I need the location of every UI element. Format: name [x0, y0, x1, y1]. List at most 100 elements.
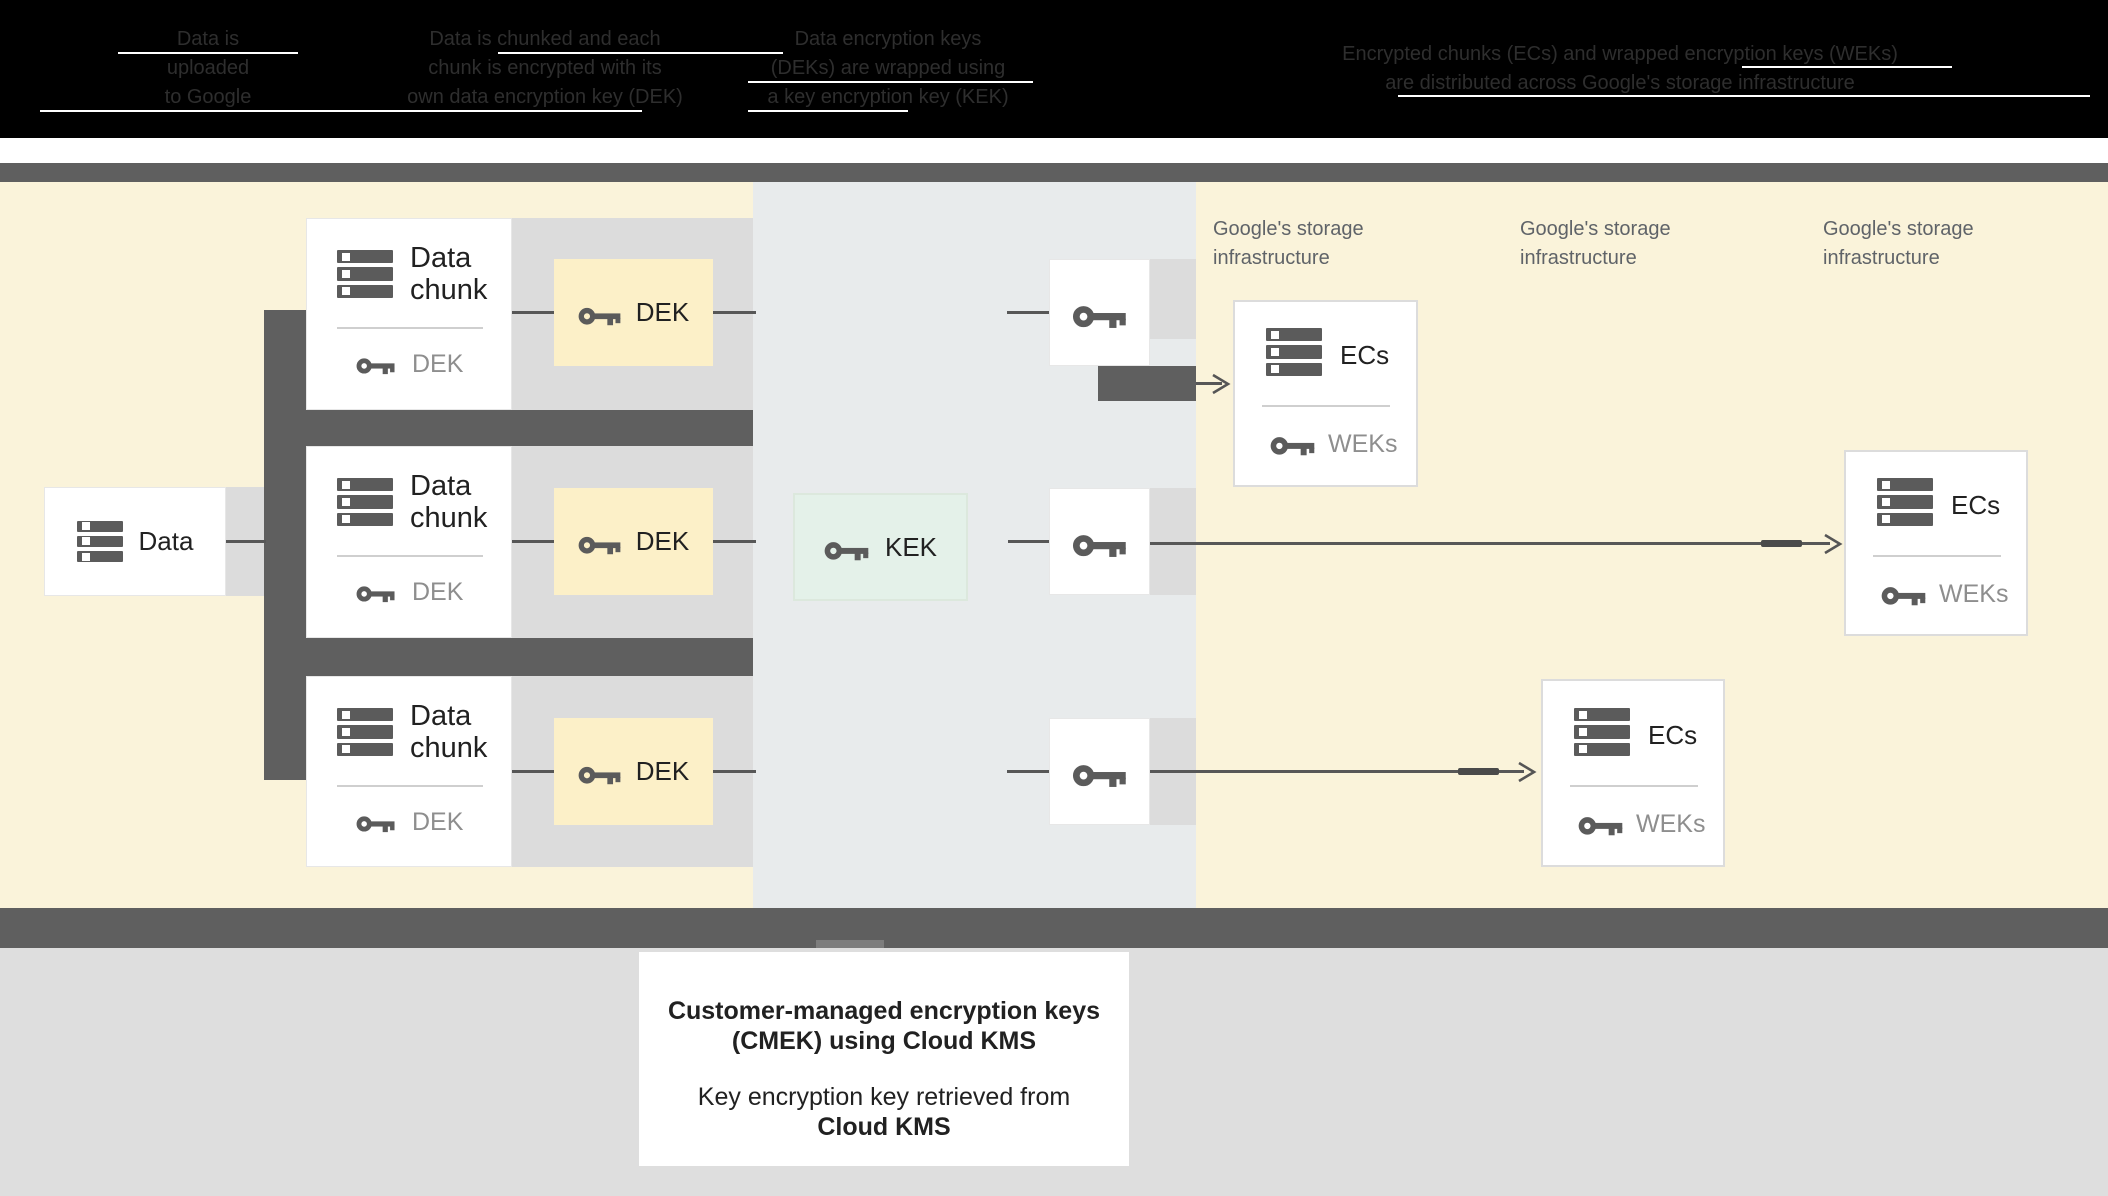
data-box: Data — [44, 487, 226, 596]
storage-infrastructure-label: Google's storage infrastructure — [1520, 215, 1671, 273]
header-step-2-line: chunk is encrypted with its — [428, 57, 662, 79]
ec-box-title: ECs — [1648, 720, 1698, 750]
key-icon — [578, 299, 622, 327]
glitch-underline — [748, 81, 1033, 83]
glitch-underline — [312, 110, 642, 112]
data-chunk-title: Data chunk — [410, 700, 488, 764]
ec-box — [1844, 450, 2028, 636]
key-icon — [356, 808, 396, 834]
header-step-4-line: Encrypted chunks (ECs) and wrapped encry… — [1342, 43, 1898, 65]
ec-icon — [1574, 708, 1630, 756]
header-step-2: Data is chunked and each chunk is encryp… — [407, 25, 683, 112]
connector-line — [1007, 770, 1049, 773]
storage-label-line: infrastructure — [1213, 247, 1330, 269]
kek-box-label: KEK — [884, 531, 938, 562]
header-step-1-line: uploaded — [166, 57, 250, 79]
storage-label-line: Google's storage — [1520, 218, 1671, 240]
glitch-underline — [118, 52, 298, 54]
chunk-dek-label: DEK — [412, 808, 464, 836]
header-step-4-line: are distributed across Google's storage … — [1385, 72, 1855, 94]
connector-line — [512, 540, 554, 543]
ec-divider — [1873, 555, 2001, 557]
connector-line — [713, 770, 756, 773]
kms-wrap-box — [1049, 488, 1150, 595]
ec-icon — [1266, 328, 1322, 376]
glitch-underline — [748, 110, 908, 112]
arrow-line — [1196, 382, 1222, 385]
arrowhead-icon — [1518, 761, 1537, 783]
glitch-underline — [1398, 95, 2090, 97]
key-icon — [1072, 295, 1128, 330]
connector-line — [226, 540, 266, 543]
caption-line: Cloud KMS — [817, 1113, 951, 1141]
data-chunk-icon — [337, 478, 393, 526]
wek-transfer-bar — [1098, 366, 1196, 401]
storage-label-line: infrastructure — [1520, 247, 1637, 269]
header-gap — [0, 138, 2108, 163]
key-icon — [578, 528, 622, 556]
inter-row-bar — [306, 638, 753, 676]
caption-box: Customer-managed encryption keys (CMEK) … — [639, 952, 1129, 1166]
key-icon — [356, 350, 396, 376]
ec-divider — [1570, 785, 1698, 787]
ec-box — [1541, 679, 1725, 867]
band-notch — [816, 940, 884, 948]
dek-box: DEK — [554, 259, 713, 366]
connector-line — [713, 540, 756, 543]
chunk-divider — [337, 785, 483, 787]
glitch-underline — [40, 110, 330, 112]
connector-line — [713, 311, 756, 314]
ec-divider — [1262, 405, 1390, 407]
connector-line — [512, 311, 554, 314]
chunk-dek-label: DEK — [412, 578, 464, 606]
key-icon — [1270, 428, 1316, 457]
connector-line — [1008, 540, 1049, 543]
ec-icon — [1877, 478, 1933, 526]
ec-wek-label: WEKs — [1939, 580, 2009, 608]
key-icon — [1072, 754, 1128, 789]
storage-infrastructure-label: Google's storage infrastructure — [1823, 215, 1974, 273]
bottom-divider-band — [0, 908, 2108, 948]
top-divider-band — [0, 163, 2108, 182]
dek-box-label: DEK — [635, 756, 690, 786]
kms-wrap-box — [1049, 718, 1150, 825]
glitch-underline — [498, 52, 783, 54]
chunk-divider — [337, 327, 483, 329]
key-icon — [578, 758, 622, 786]
kek-box: KEK — [793, 493, 968, 601]
ec-wek-label: WEKs — [1328, 430, 1398, 458]
branch-trunk — [264, 310, 306, 780]
data-chunk-title: Data chunk — [410, 470, 488, 534]
header-step-1: Data is uploaded to Google — [165, 25, 252, 112]
caption-line: Key encryption key retrieved from — [697, 1083, 1071, 1111]
inter-row-bar — [306, 410, 753, 446]
header-step-1-line: to Google — [164, 86, 252, 108]
header-step-3-line: a key encryption key (KEK) — [767, 86, 1009, 108]
arrow-line — [1150, 770, 1524, 773]
connector-line — [1007, 311, 1049, 314]
ec-wek-label: WEKs — [1636, 810, 1706, 838]
storage-infrastructure-label: Google's storage infrastructure — [1213, 215, 1364, 273]
key-icon — [824, 533, 870, 562]
key-icon — [1072, 524, 1128, 559]
data-chunk-title: Data chunk — [410, 242, 488, 306]
data-icon — [76, 520, 123, 563]
storage-label-line: Google's storage — [1823, 218, 1974, 240]
connector-line — [512, 770, 554, 773]
arrowhead-icon — [1824, 533, 1843, 555]
header-step-1-line: Data is — [176, 28, 240, 50]
arrow-line — [1150, 542, 1830, 545]
ec-box-title: ECs — [1340, 340, 1390, 370]
header-step-2-line: own data encryption key (DEK) — [407, 86, 683, 108]
key-icon — [1881, 578, 1927, 607]
kms-box-stub — [1150, 488, 1196, 595]
caption-line: Customer-managed encryption keys — [667, 997, 1101, 1025]
dek-box: DEK — [554, 718, 713, 825]
dek-box-label: DEK — [635, 297, 690, 327]
chunk-divider — [337, 555, 483, 557]
header-step-4: Encrypted chunks (ECs) and wrapped encry… — [1342, 40, 1898, 98]
wek-packet — [1761, 540, 1802, 547]
storage-label-line: infrastructure — [1823, 247, 1940, 269]
caption-line: (CMEK) using Cloud KMS — [731, 1027, 1037, 1055]
data-chunk-icon — [337, 250, 393, 298]
